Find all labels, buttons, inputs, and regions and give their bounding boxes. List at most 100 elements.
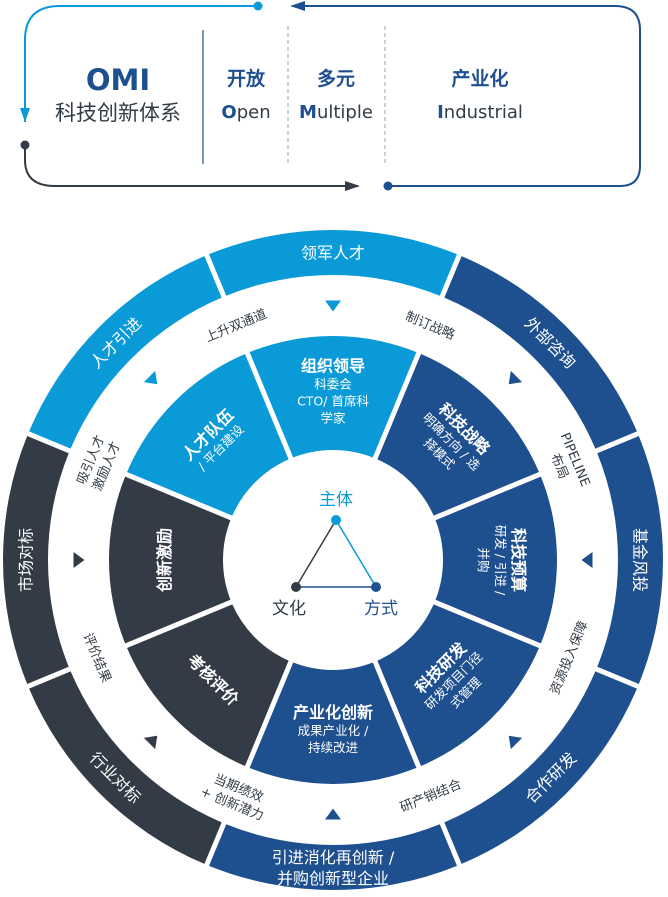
flow-arrow-icon [143,735,158,750]
middle-ring-label: 资源投入保障 [547,619,592,697]
pillar-en: Industrial [437,102,523,123]
middle-label-line: 研产销结合 [398,777,464,816]
flow-arrow-icon [325,300,341,312]
outer-segment [444,671,637,864]
inner-segment [127,354,289,516]
pillar-cn: 多元 [317,67,355,90]
cycle-dot-dark-gray [20,140,30,150]
inner-subtitle: CTO/ 首席科 [297,394,369,409]
center-label-subject: 主体 [319,490,353,510]
middle-ring-label: 当期绩效+ 创新潜力 [198,772,266,824]
inner-segment-label: 创新激励 [155,528,174,593]
flow-arrow-icon [508,370,523,385]
pillar-en-rest: pen [237,102,271,123]
center-triangle: 主体 文化 方式 [272,490,398,619]
node-method [371,582,381,592]
node-culture [291,582,301,592]
outer-label-line: 领军人才 [301,244,365,263]
omi-header-diagram: OMI 科技创新体系 开放 Open 多元 Multiple 产业化 Indus… [20,1,641,191]
flow-arrow-icon [581,552,593,568]
cycle-arrow-light-blue [24,5,258,122]
outer-segment [444,256,637,449]
cycle-arrow-dark-blue [295,5,641,187]
center-label-method: 方式 [364,599,398,619]
pillar-en: Multiple [299,102,373,123]
outer-label-line: 并购创新型企业 [277,869,389,888]
inner-segment [435,476,557,644]
outer-segment-label: 市场对标 [17,528,36,592]
outer-segment [29,256,222,449]
arrow-head-left-icon [290,1,305,11]
middle-ring-label: 制订战略 [403,308,457,343]
arrow-head-right-icon [345,181,360,191]
triangle-edge-left [295,519,337,588]
outer-segment-label: 引进消化再创新 / 并购创新型企业 [272,848,395,888]
arrow-head-down-icon [20,108,30,122]
inner-subtitle: 并购 [476,547,491,572]
flow-arrow-icon [508,735,523,750]
outer-segment-label: 领军人才 [301,244,365,263]
flow-arrow-icon [143,370,158,385]
inner-subtitle: 科委会 [314,377,352,392]
pillar-en-initial: I [437,102,444,123]
inner-title: 组织领导 [301,357,365,376]
pillar-industrial: 产业化 Industrial [437,67,523,123]
inner-segment [377,354,539,516]
inner-segment [108,476,231,644]
outer-segment [209,824,457,890]
inner-subtitle: 学家 [320,411,346,426]
outer-segment [597,436,663,684]
outer-label-line: 市场对标 [17,528,36,592]
pillar-en-initial: O [221,102,236,123]
inner-title: 产业化创新 [293,703,373,722]
inner-segment [127,604,289,766]
cycle-dot-light-blue [253,1,263,11]
outer-label-line: 引进消化再创新 / [272,848,395,867]
pillar-cn: 开放 [227,67,266,90]
inner-ring: 组织领导科委会CTO/ 首席科学家科技战略明确方向 / 选择模式科技预算研发 /… [108,335,557,785]
inner-segment [249,662,417,785]
cycle-dot-dark-blue [383,181,393,191]
outer-segment [209,230,457,296]
brand-subtitle: 科技创新体系 [55,101,181,125]
inner-segment [249,335,417,458]
inner-subtitle: 持续改进 [308,740,359,755]
pillar-cn: 产业化 [451,67,508,90]
middle-ring-label: 上升双通道 [203,307,269,346]
outer-segment-label: 基金风投 [631,528,650,592]
pillar-en-rest: ndustrial [444,102,523,123]
middle-label-line: 资源投入保障 [547,619,592,697]
middle-ring-label: 评价结果 [80,631,114,685]
flow-arrow-icon [73,552,85,568]
outer-segment [3,436,69,684]
pillar-en-rest: ultiple [317,102,373,123]
pillar-open: 开放 Open [221,67,270,123]
flow-arrow-icon [325,808,341,820]
node-subject [331,515,341,525]
triangle-edge-right [335,519,377,588]
pillar-multiple: 多元 Multiple [299,67,373,123]
inner-subtitle: 成果产业化 / [298,723,369,738]
pillar-en: Open [221,102,270,123]
inner-title: 科技预算 [509,528,528,592]
cycle-arrow-dark-gray [24,145,358,187]
middle-ring-label: 研产销结合 [398,777,464,816]
outer-segment [29,671,222,864]
outer-label-line: 基金风投 [631,528,650,592]
center-label-culture: 文化 [272,599,306,619]
inner-segment [377,604,539,766]
middle-label-line: 制订战略 [403,308,457,343]
brand-title: OMI [86,63,150,97]
inner-subtitle: 研发 / 引进 / [493,525,508,596]
inner-title: 创新激励 [155,528,174,593]
middle-label-line: 评价结果 [80,631,114,685]
pillar-en-initial: M [299,102,317,123]
middle-label-line: 上升双通道 [203,307,269,346]
